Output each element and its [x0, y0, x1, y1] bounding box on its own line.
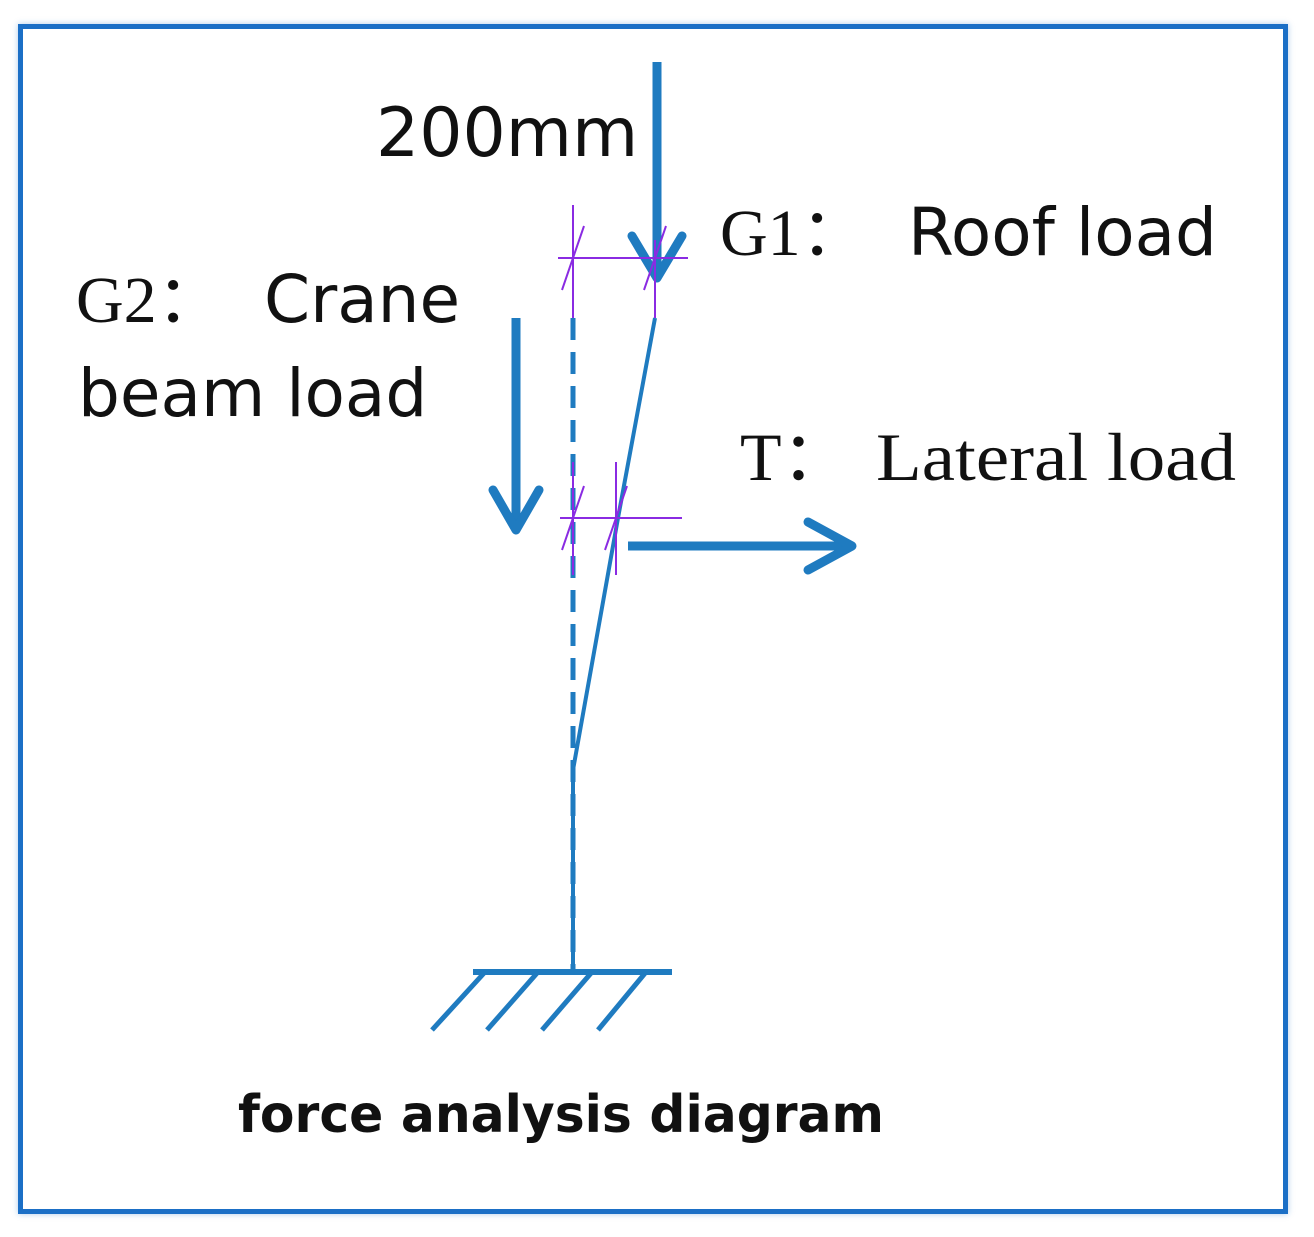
- g2-symbol: G2: [76, 264, 157, 337]
- caption: force analysis diagram: [238, 1085, 884, 1145]
- top-dimension: [558, 205, 688, 318]
- g2-label-line2: beam load: [78, 355, 427, 432]
- diagram-frame: [18, 24, 1288, 1214]
- g2-separator: ：: [157, 264, 223, 337]
- deflected-column: [571, 317, 657, 970]
- g2-description-line1: Crane: [264, 261, 460, 338]
- fixed-support: [430, 969, 672, 1032]
- t-arrow: [628, 517, 857, 575]
- g1-arrow: [627, 62, 687, 283]
- t-symbol: T: [740, 419, 782, 495]
- g1-symbol: G1: [720, 197, 801, 270]
- g1-description: Roof load: [908, 194, 1217, 271]
- g2-label-line1: G2： Crane: [76, 261, 460, 338]
- t-separator: ：: [782, 419, 850, 495]
- g1-label: G1： Roof load: [720, 194, 1217, 271]
- g2-arrow: [488, 318, 544, 535]
- lower-dimension: [560, 462, 682, 575]
- g1-separator: ：: [801, 197, 867, 270]
- t-label: T： Lateral load: [740, 419, 1236, 495]
- dimension-label: 200mm: [376, 94, 638, 173]
- t-description: Lateral load: [876, 419, 1236, 495]
